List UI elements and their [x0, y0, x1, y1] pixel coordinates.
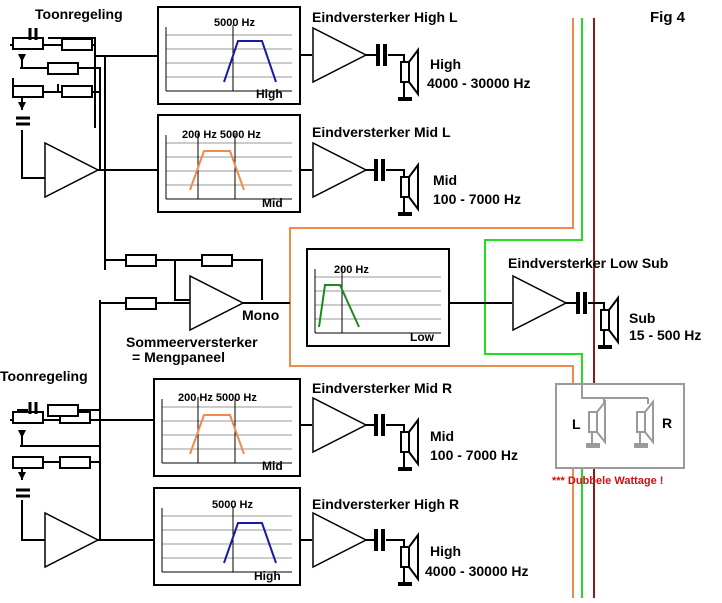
- potentiometer: [12, 456, 44, 469]
- tone-components-top: [12, 28, 93, 126]
- summing-amp: [189, 274, 245, 332]
- power-amp-mid-l: [312, 141, 368, 199]
- amp-label-low-sub: Eindversterker Low Sub: [508, 255, 668, 271]
- potentiometer: [12, 85, 44, 98]
- speaker-high-l: [398, 47, 419, 101]
- speaker-range-mid-r: 100 - 7000 Hz: [430, 447, 518, 463]
- speaker-mid-r: [398, 417, 419, 471]
- filter-panel-mid-r: [153, 378, 301, 477]
- mono-output-label: Mono: [242, 307, 279, 323]
- power-amp-mid-r: [312, 396, 368, 454]
- amp-label-mid-l: Eindversterker Mid L: [312, 124, 451, 140]
- filter-freq-high-r: 5000 Hz: [212, 499, 253, 511]
- tone-components-bottom: [12, 402, 91, 498]
- summing-amp-sublabel: = Mengpaneel: [132, 349, 225, 365]
- speaker-low-sub: [598, 295, 619, 349]
- resistor: [125, 254, 157, 267]
- filter-tag-mid-r: Mid: [262, 459, 283, 473]
- stereo-right-label: R: [662, 415, 672, 431]
- wiper-arrow: [18, 472, 26, 480]
- potentiometer: [12, 37, 44, 50]
- filter-freq-high-l: 5000 Hz: [214, 17, 255, 29]
- high-pass-curve: [223, 40, 277, 83]
- filter-freq-mid-l: 200 Hz 5000 Hz: [182, 129, 261, 141]
- power-amp-high-r: [312, 511, 368, 569]
- speaker-range-low-sub: 15 - 500 Hz: [629, 327, 701, 343]
- low-pass-curve: [318, 284, 360, 328]
- coupling-capacitors: [374, 44, 587, 551]
- filter-panel-low-sub: [306, 248, 450, 347]
- capacitor: [16, 116, 30, 126]
- amp-label-high-r: Eindversterker High R: [312, 496, 459, 512]
- capacitor: [28, 402, 38, 414]
- tone-amp-top: [44, 141, 100, 199]
- wiper-arrow: [18, 54, 26, 62]
- wiper-arrow: [18, 102, 26, 110]
- tone-control-label-top: Toonregeling: [35, 6, 123, 22]
- speaker-name-high-r: High: [430, 543, 461, 559]
- summing-components: [125, 254, 233, 310]
- filter-freq-low-sub: 200 Hz: [334, 264, 369, 276]
- amp-label-high-l: Eindversterker High L: [312, 9, 458, 25]
- resistor: [59, 456, 91, 469]
- resistor: [201, 254, 233, 267]
- speaker-mid-l: [398, 162, 419, 216]
- stereo-speaker-box: [555, 383, 685, 469]
- capacitor: [16, 488, 30, 498]
- filter-panel-high-l: [157, 6, 301, 105]
- high-pass-curve: [223, 522, 277, 564]
- filter-freq-mid-r: 200 Hz 5000 Hz: [178, 392, 257, 404]
- filter-tag-high-r: High: [254, 569, 281, 583]
- speaker-name-mid-l: Mid: [433, 172, 457, 188]
- potentiometer: [12, 411, 44, 424]
- mid-band-curve: [189, 150, 245, 191]
- speaker-name-low-sub: Sub: [629, 310, 655, 326]
- filter-panel-mid-l: [157, 114, 301, 213]
- power-amp-high-l: [312, 26, 368, 84]
- speaker-range-high-r: 4000 - 30000 Hz: [425, 563, 529, 579]
- figure-label: Fig 4: [650, 9, 686, 26]
- tone-amp-bottom: [44, 511, 100, 569]
- filter-tag-mid-l: Mid: [262, 196, 283, 210]
- filter-panel-high-r: [153, 487, 301, 586]
- speaker-name-high-l: High: [430, 56, 461, 72]
- capacitor: [28, 28, 38, 40]
- filter-tag-high-l: High: [256, 87, 283, 101]
- summing-amp-label: Sommeerversterker: [126, 334, 258, 350]
- speaker-range-high-l: 4000 - 30000 Hz: [427, 75, 531, 91]
- resistor: [47, 404, 79, 417]
- double-wattage-note: *** Dubbele Wattage !: [552, 475, 663, 487]
- speaker-name-mid-r: Mid: [430, 428, 454, 444]
- resistor: [125, 297, 157, 310]
- speaker-range-mid-l: 100 - 7000 Hz: [433, 191, 521, 207]
- filter-tag-low-sub: Low: [410, 330, 435, 344]
- resistor: [47, 62, 79, 75]
- wiper-arrow: [18, 430, 26, 438]
- tone-control-label-bottom: Toonregeling: [0, 368, 88, 384]
- amp-label-mid-r: Eindversterker Mid R: [312, 380, 452, 396]
- resistor: [61, 85, 93, 98]
- resistor: [61, 38, 93, 51]
- stereo-left-label: L: [572, 416, 581, 432]
- power-amp-low-sub: [512, 274, 568, 332]
- speaker-high-r: [398, 532, 419, 586]
- mid-band-curve: [189, 414, 245, 455]
